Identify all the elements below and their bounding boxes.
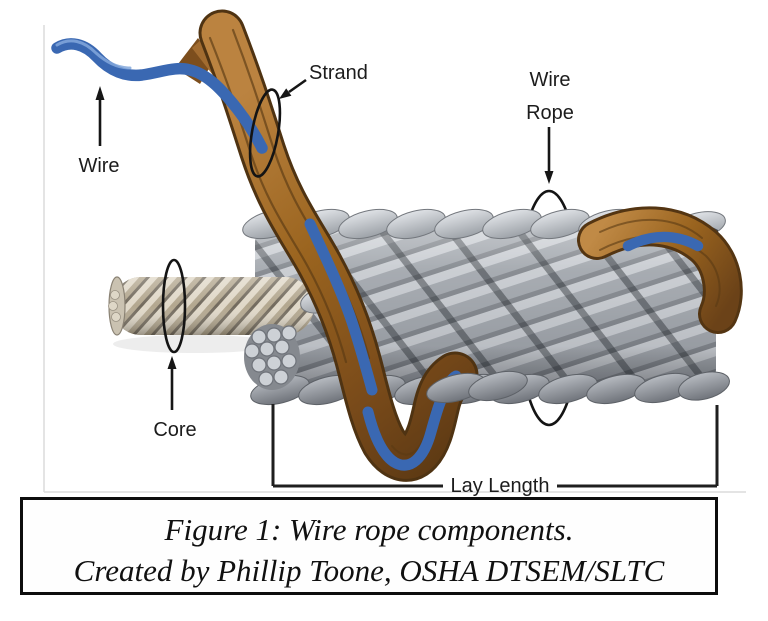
- wrap-blue-wire: [622, 231, 704, 252]
- core-arrow: [167, 356, 177, 410]
- caption-line-2: Created by Phillip Toone, OSHA DTSEM/SLT…: [73, 553, 665, 588]
- blue-wire-shape: [51, 38, 462, 471]
- core-shadow: [113, 335, 277, 353]
- lay-length-bracket: [271, 404, 719, 488]
- wire-arrow: [95, 86, 105, 146]
- core-label: Core: [153, 419, 196, 441]
- rope-front-lobes: [426, 370, 528, 404]
- caption-line-1: Figure 1: Wire rope components.: [164, 512, 574, 547]
- figure-border: [43, 25, 746, 493]
- core-annotation-ellipse: [161, 258, 187, 354]
- strand-arrow: [279, 78, 307, 99]
- strand-cross-section: [244, 324, 300, 390]
- lay-length-label: Lay Length: [451, 475, 550, 497]
- annotations: Wire Strand Wire Rope Core Lay Length: [78, 62, 719, 497]
- strand-wrap-shape: [577, 206, 743, 334]
- strand-blue-stripe: [304, 218, 378, 396]
- core-shape: [108, 276, 344, 336]
- strand-label: Strand: [309, 62, 368, 84]
- strand-annotation-ellipse: [248, 88, 282, 178]
- caption-box: Figure 1: Wire rope components. Created …: [20, 497, 718, 595]
- wire-rope-label-line1: Wire: [529, 69, 570, 91]
- wire-label: Wire: [78, 155, 119, 177]
- wire-rope-arrow: [544, 127, 554, 184]
- wire-rope-label-line2: Rope: [526, 102, 574, 124]
